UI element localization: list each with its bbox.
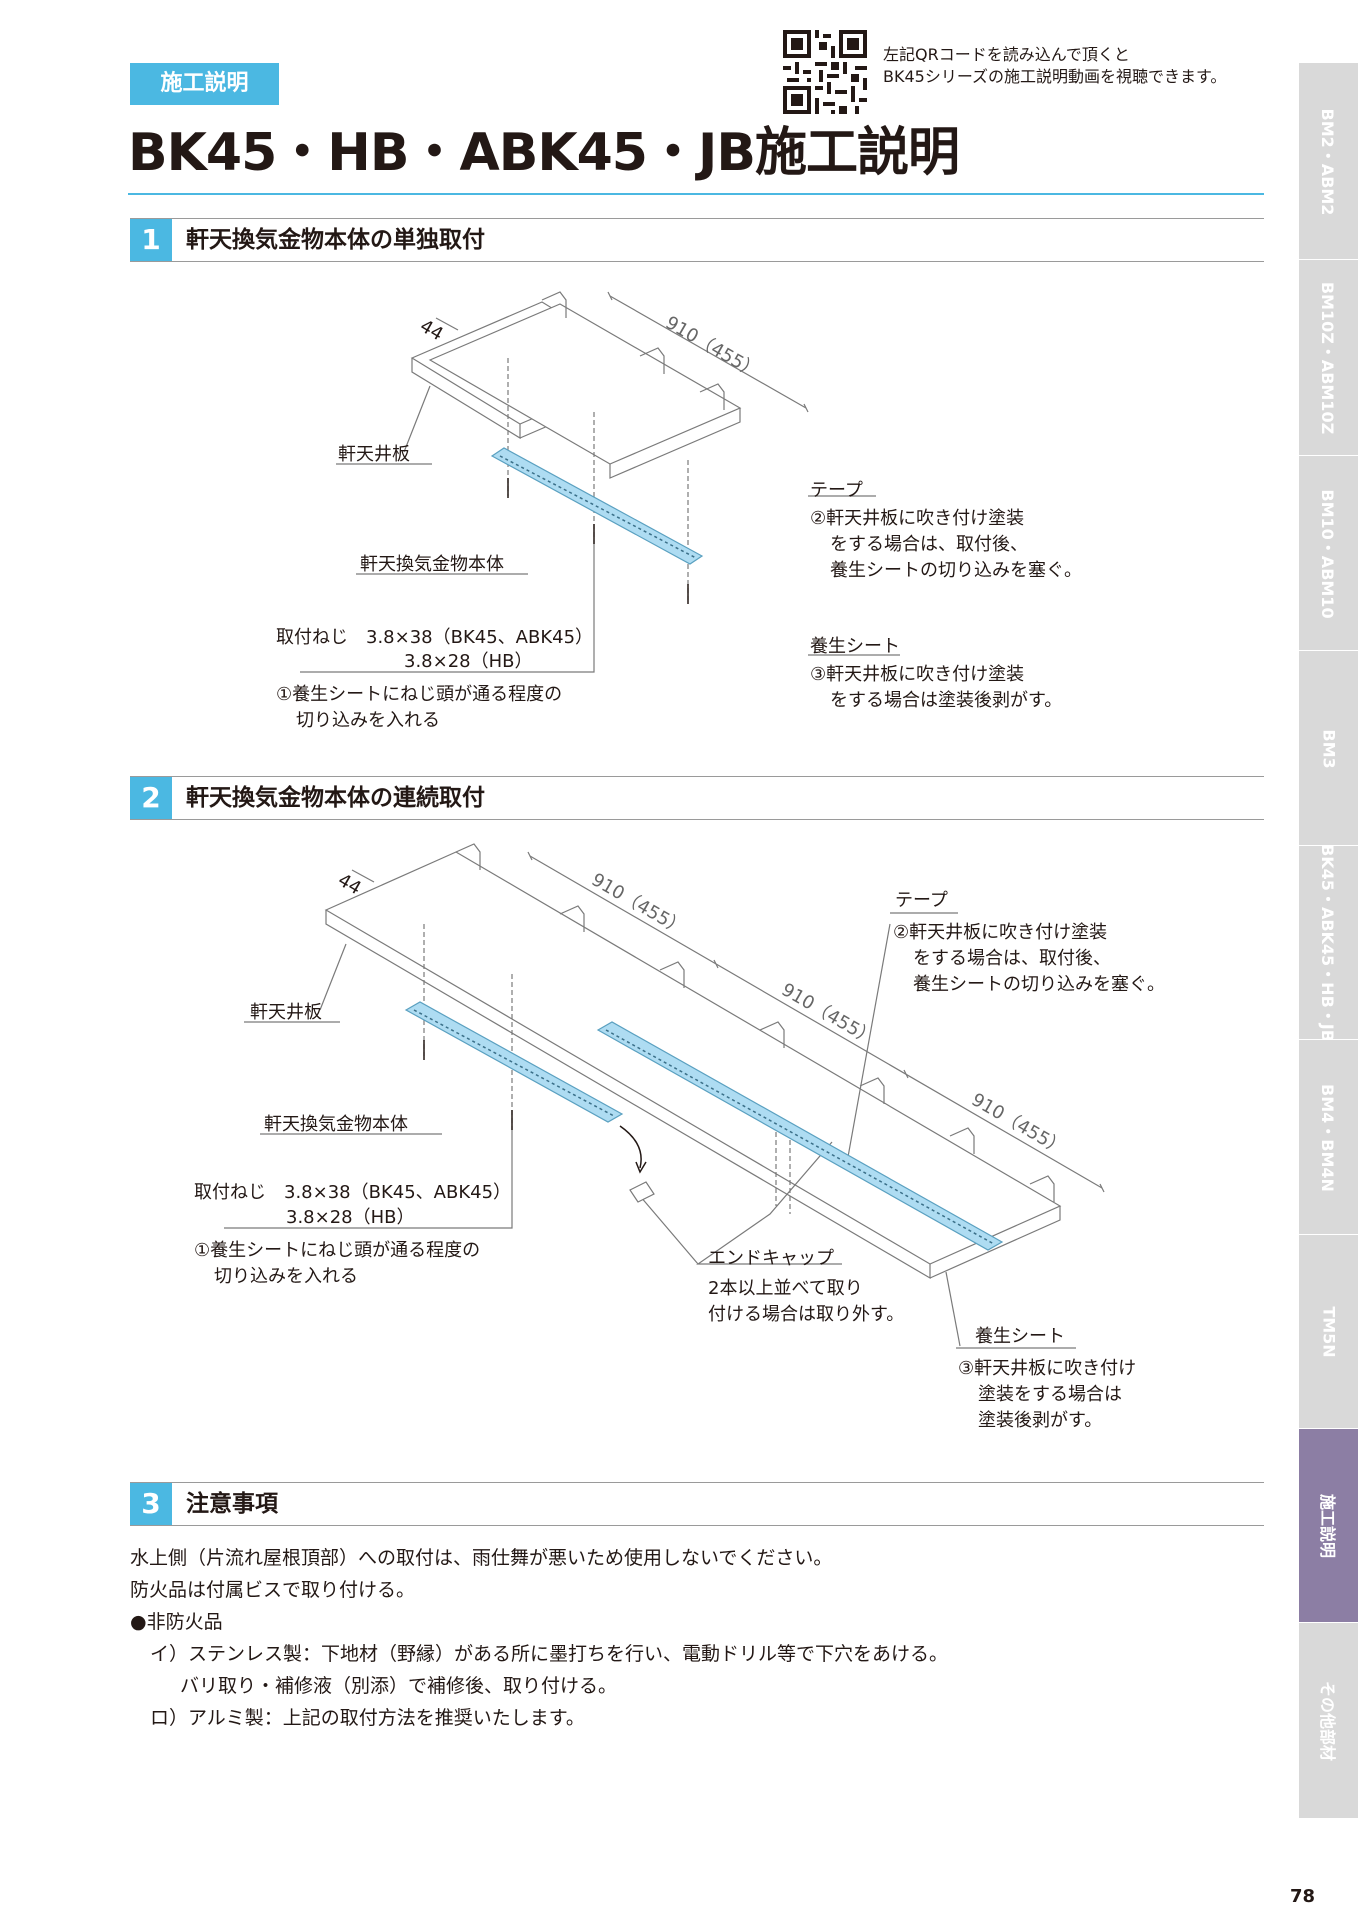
s3-line-3: ●非防火品: [130, 1611, 223, 1633]
s1-note1-line2: 切り込みを入れる: [296, 710, 440, 731]
s1-note3-line2: をする場合は塗装後剥がす。: [830, 690, 1063, 711]
s1-tape-label: テープ: [810, 480, 863, 501]
s1-note3-line1: ③軒天井板に吹き付け塗装: [810, 664, 1025, 685]
section2-header: 2 軒天換気金物本体の連続取付: [130, 776, 1264, 820]
section2-title: 軒天換気金物本体の連続取付: [186, 785, 485, 811]
s2-tape-label: テープ: [895, 890, 948, 911]
s1-note3: ③軒天井板に吹き付け塗装 をする場合は塗装後剥がす。: [810, 662, 1062, 714]
title-rule: [128, 193, 1264, 195]
s2-note3-line2: 塗装をする場合は: [978, 1384, 1122, 1405]
side-tab-label: TM5N: [1319, 1306, 1338, 1358]
side-tab-label: 施工説明: [1317, 1493, 1337, 1559]
side-tab-bm10[interactable]: BM10・ABM10: [1299, 455, 1358, 651]
s2-endcap-label: エンドキャップ: [708, 1248, 834, 1269]
side-tab-label: BM10・ABM10: [1317, 488, 1337, 619]
s1-label-ceiling: 軒天井板: [338, 444, 410, 465]
s2-label-body: 軒天換気金物本体: [264, 1114, 408, 1135]
qr-note: 左記QRコードを読み込んで頂くと BK45シリーズの施工説明動画を視聴できます。: [883, 44, 1226, 88]
s3-line-6: ロ）アルミ製：上記の取付方法を推奨いたします。: [150, 1707, 585, 1729]
side-tab-label: BK45・ABK45・HB・JB: [1317, 844, 1337, 1042]
s3-line-4: イ）ステンレス製：下地材（野縁）がある所に墨打ちを行い、電動ドリル等で下穴をあけ…: [150, 1643, 949, 1665]
s1-note2-line1: ②軒天井板に吹き付け塗装: [810, 508, 1025, 529]
s1-note2-line2: をする場合は、取付後、: [830, 534, 1028, 555]
s2-note2-line1: ②軒天井板に吹き付け塗装: [893, 922, 1108, 943]
side-tab-sekou[interactable]: 施工説明: [1299, 1428, 1358, 1623]
s2-screw-line2: 3.8×28（HB）: [286, 1207, 415, 1228]
side-tab-bm4[interactable]: BM4・BM4N: [1299, 1039, 1358, 1235]
side-tab-bm3[interactable]: BM3: [1299, 650, 1358, 846]
s2-note1: ①養生シートにねじ頭が通る程度の 切り込みを入れる: [194, 1238, 480, 1290]
s3-line-5: バリ取り・補修液（別添）で補修後、取り付ける。: [180, 1675, 618, 1697]
s1-screw-line2: 3.8×28（HB）: [404, 651, 533, 672]
s2-note2-line3: 養生シートの切り込みを塞ぐ。: [913, 974, 1165, 995]
side-tab-label: BM2・ABM2: [1317, 108, 1337, 215]
s2-note3-line1: ③軒天井板に吹き付け: [958, 1358, 1137, 1379]
s2-note1-line1: ①養生シートにねじ頭が通る程度の: [194, 1240, 481, 1261]
side-tab-bm10z[interactable]: BM10Z・ABM10Z: [1299, 259, 1358, 456]
s3-line-1: 水上側（片流れ屋根頂部）への取付は、雨仕舞が悪いため使用しないでください。: [130, 1547, 833, 1569]
s2-endcap-line2: 付ける場合は取り外す。: [708, 1304, 905, 1325]
s2-note2: ②軒天井板に吹き付け塗装 をする場合は、取付後、 養生シートの切り込みを塞ぐ。: [893, 920, 1165, 998]
s1-note1: ①養生シートにねじ頭が通る程度の 切り込みを入れる: [276, 682, 562, 734]
s3-line-2: 防火品は付属ビスで取り付ける。: [130, 1579, 416, 1601]
s2-endcap-note: 2本以上並べて取り 付ける場合は取り外す。: [708, 1276, 904, 1328]
side-tab-label: BM10Z・ABM10Z: [1317, 281, 1337, 435]
qr-note-line1: 左記QRコードを読み込んで頂くと: [883, 45, 1130, 64]
s1-label-body: 軒天換気金物本体: [360, 554, 504, 575]
s2-endcap-line1: 2本以上並べて取り: [708, 1278, 863, 1299]
s1-note1-line1: ①養生シートにねじ頭が通る程度の: [276, 684, 563, 705]
side-tab-tm5n[interactable]: TM5N: [1299, 1234, 1358, 1429]
s2-sheet-label: 養生シート: [975, 1326, 1065, 1347]
s2-note2-line2: をする場合は、取付後、: [913, 948, 1111, 969]
section3-title: 注意事項: [186, 1491, 278, 1517]
s1-screw-line1: 取付ねじ 3.8×38（BK45、ABK45）: [276, 627, 594, 648]
s2-label-ceiling: 軒天井板: [250, 1002, 322, 1023]
s2-note1-line2: 切り込みを入れる: [214, 1266, 358, 1287]
section1-title: 軒天換気金物本体の単独取付: [186, 227, 485, 253]
diagram-lines: [224, 291, 1105, 1349]
side-tab-bk45[interactable]: BK45・ABK45・HB・JB: [1299, 844, 1358, 1042]
side-tab-label: BM4・BM4N: [1317, 1083, 1337, 1192]
section-tag: 施工説明: [130, 63, 279, 105]
section3-header: 3 注意事項: [130, 1482, 1264, 1526]
s1-note2: ②軒天井板に吹き付け塗装 をする場合は、取付後、 養生シートの切り込みを塞ぐ。: [810, 506, 1082, 584]
s2-note3: ③軒天井板に吹き付け 塗装をする場合は 塗装後剥がす。: [958, 1356, 1136, 1434]
s1-note2-line3: 養生シートの切り込みを塞ぐ。: [830, 560, 1082, 581]
side-tab-others[interactable]: その他部材: [1299, 1622, 1358, 1818]
section2-number: 2: [130, 777, 172, 819]
side-tab-label: BM3: [1319, 728, 1338, 769]
qr-code[interactable]: [783, 30, 867, 114]
section1-number: 1: [130, 219, 172, 261]
qr-note-line2: BK45シリーズの施工説明動画を視聴できます。: [883, 67, 1227, 86]
section1-header: 1 軒天換気金物本体の単独取付: [130, 218, 1264, 262]
s1-sheet-label: 養生シート: [810, 636, 900, 657]
side-tab-bm2[interactable]: BM2・ABM2: [1299, 62, 1358, 260]
page-title: BK45・HB・ABK45・JB施工説明: [128, 123, 960, 183]
section3-number: 3: [130, 1483, 172, 1525]
s2-note3-line3: 塗装後剥がす。: [978, 1410, 1103, 1431]
side-tab-label: その他部材: [1317, 1680, 1337, 1761]
page-number: 78: [1290, 1886, 1316, 1907]
s2-screw-line1: 取付ねじ 3.8×38（BK45、ABK45）: [194, 1182, 512, 1203]
